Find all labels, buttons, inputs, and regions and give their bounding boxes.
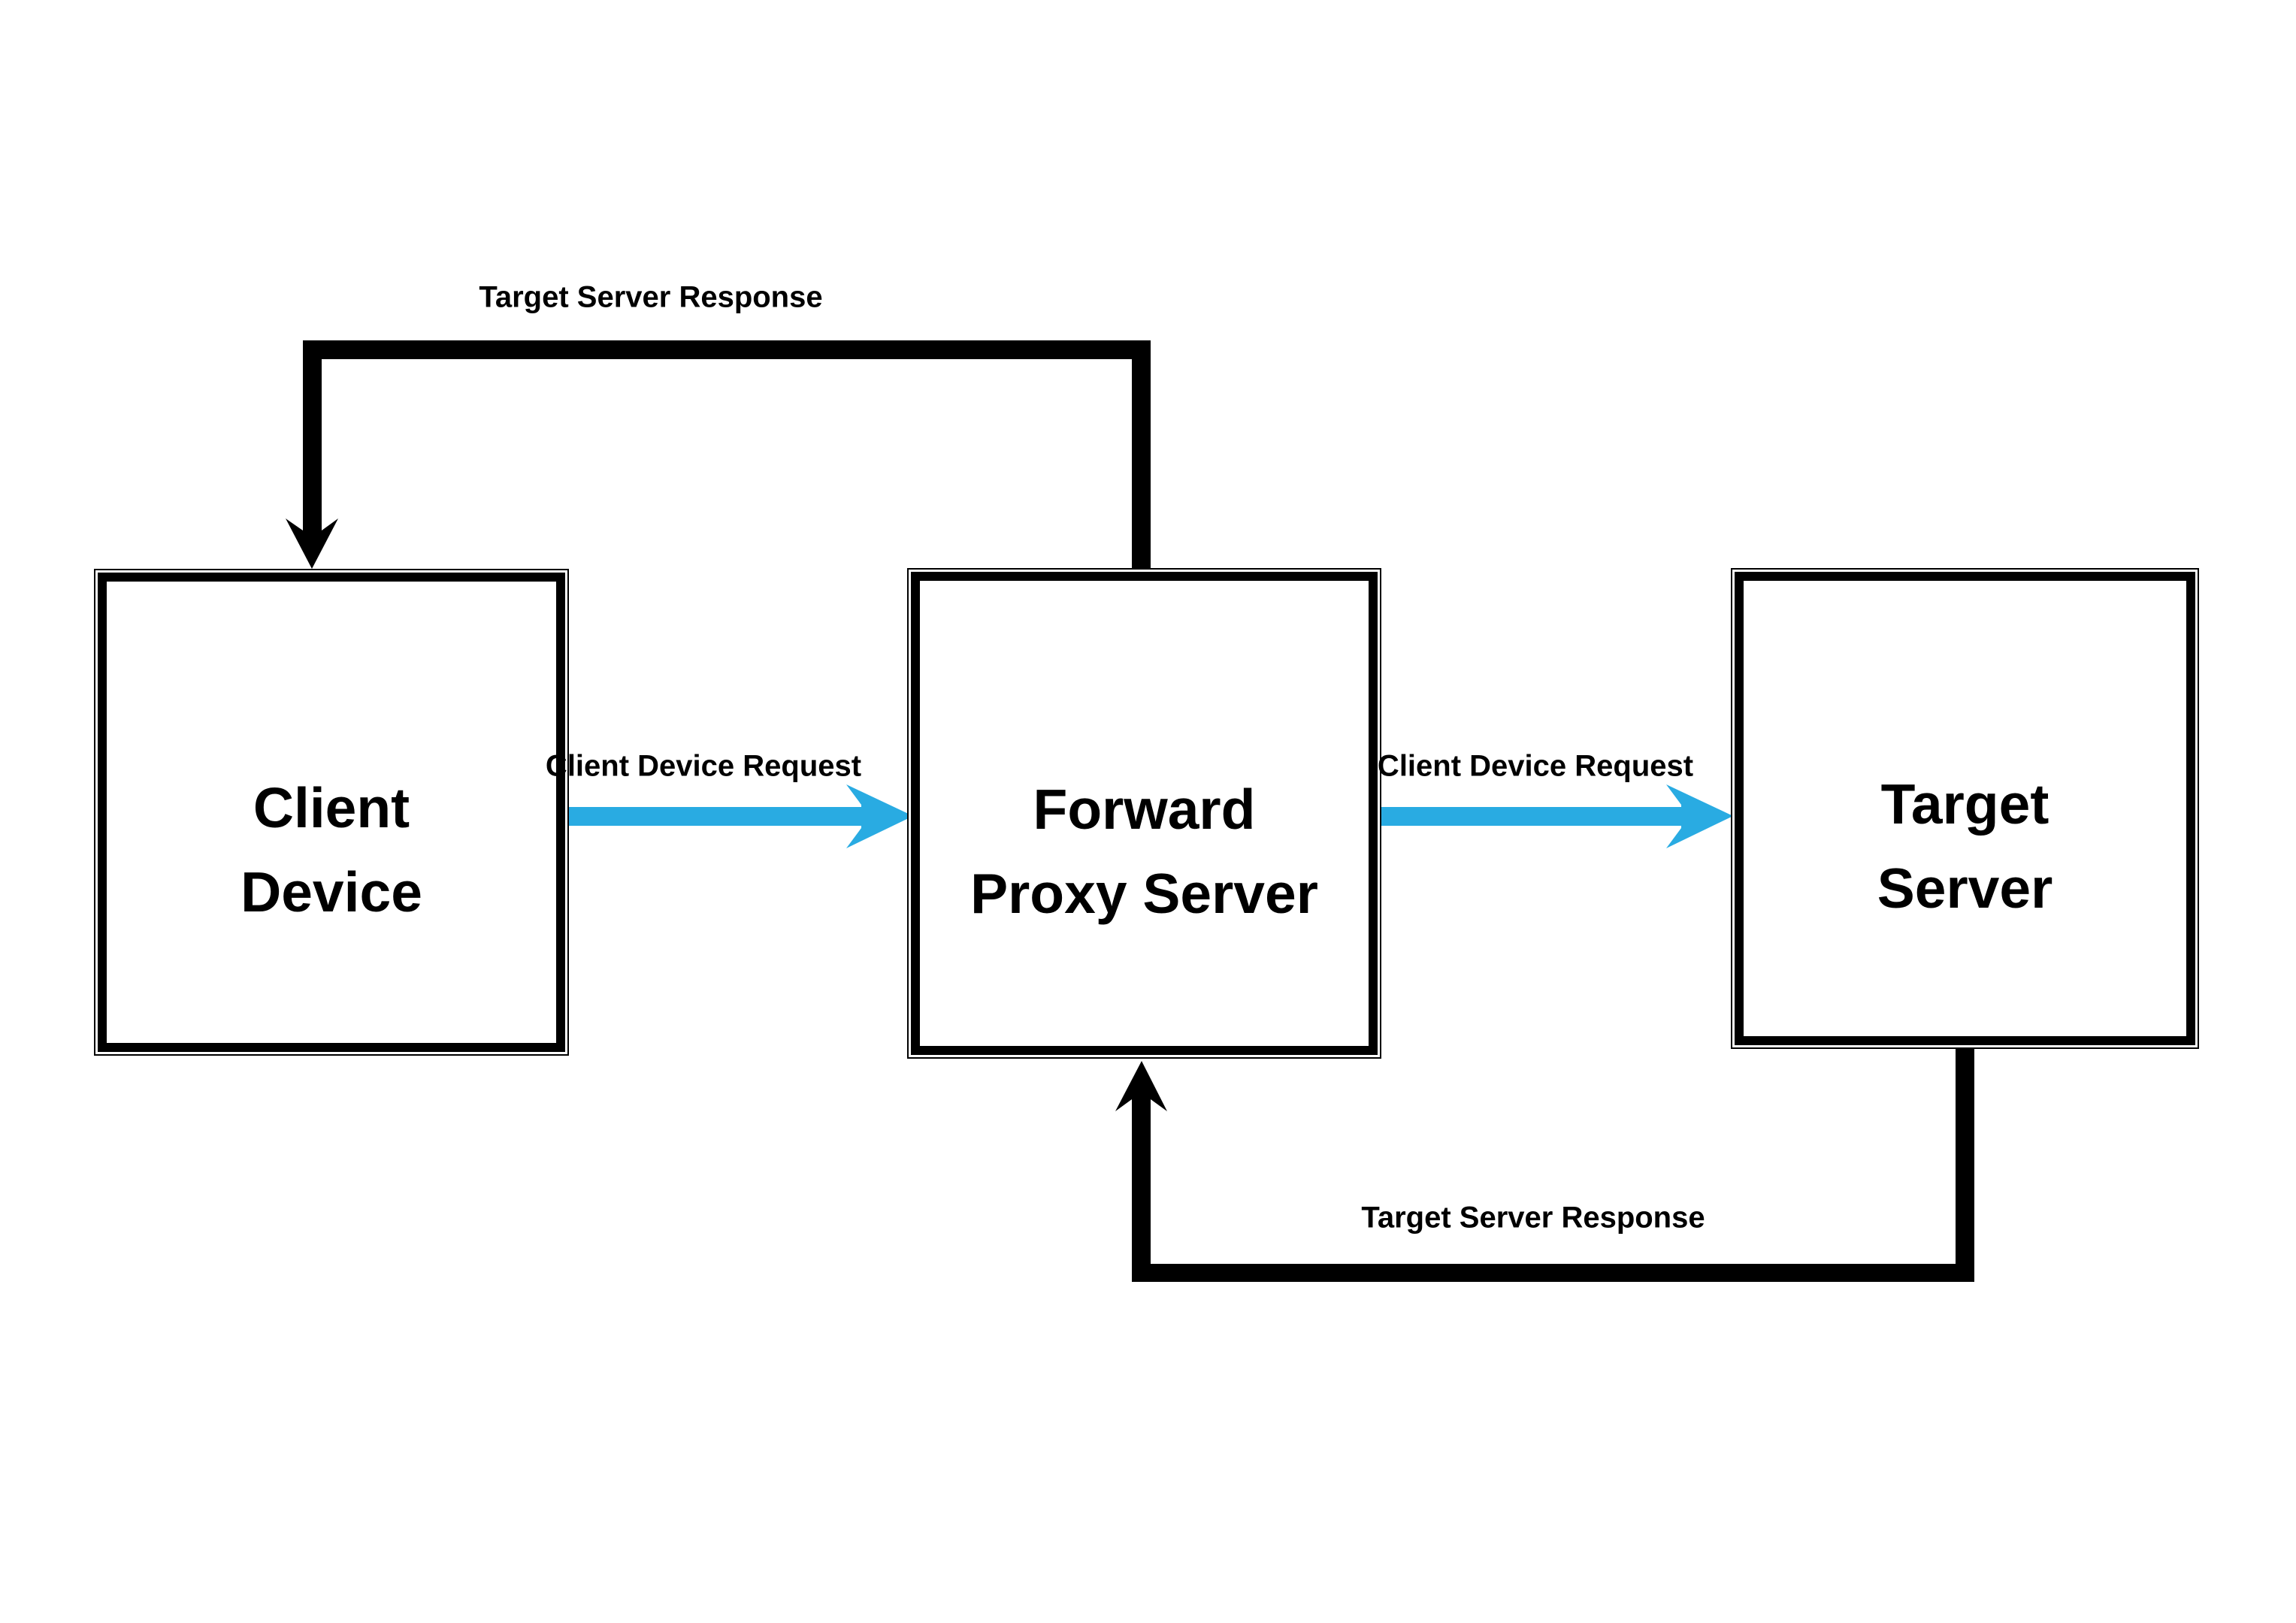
node-client-device-label: Client Device bbox=[240, 776, 422, 923]
edge-label-request-2: Client Device Request bbox=[1377, 749, 1694, 783]
node-client-device-border: Client Device bbox=[98, 573, 565, 1052]
edge-label-response-top: Target Server Response bbox=[479, 280, 823, 314]
edge-request-client-to-proxy-path bbox=[569, 784, 913, 848]
edge-label-response-bottom: Target Server Response bbox=[1361, 1201, 1705, 1235]
node-forward-proxy-server-border: Forward Proxy Server bbox=[911, 572, 1378, 1055]
edge-response-proxy-to-client-path bbox=[286, 340, 1151, 569]
arrow-down-icon bbox=[286, 518, 338, 569]
response-top-horizontal-line bbox=[303, 340, 1151, 359]
node-client-device: Client Device bbox=[94, 569, 569, 1056]
node-forward-proxy-server-label: Forward Proxy Server bbox=[970, 777, 1318, 925]
arrow-right-icon bbox=[846, 784, 913, 848]
edge-response-target-to-proxy-path bbox=[1115, 1047, 1974, 1282]
response-top-right-vertical-line bbox=[1132, 340, 1151, 569]
response-bottom-horizontal-line bbox=[1132, 1264, 1974, 1282]
arrow-up-icon bbox=[1115, 1061, 1167, 1111]
node-target-server-border: Target Server bbox=[1735, 572, 2195, 1045]
edge-request-proxy-to-target-path bbox=[1381, 784, 1733, 848]
response-bottom-left-vertical-line bbox=[1132, 1096, 1151, 1282]
arrow-right-icon bbox=[1666, 784, 1733, 848]
node-forward-proxy-server: Forward Proxy Server bbox=[907, 568, 1381, 1059]
request-arrow-2-shaft bbox=[1381, 807, 1683, 826]
node-target-server: Target Server bbox=[1731, 568, 2199, 1049]
edge-label-request-1: Client Device Request bbox=[545, 749, 862, 783]
node-target-server-label: Target Server bbox=[1877, 772, 2053, 920]
response-top-left-vertical-line bbox=[303, 340, 322, 532]
request-arrow-1-shaft bbox=[569, 807, 863, 826]
response-bottom-right-vertical-line bbox=[1956, 1047, 1974, 1282]
